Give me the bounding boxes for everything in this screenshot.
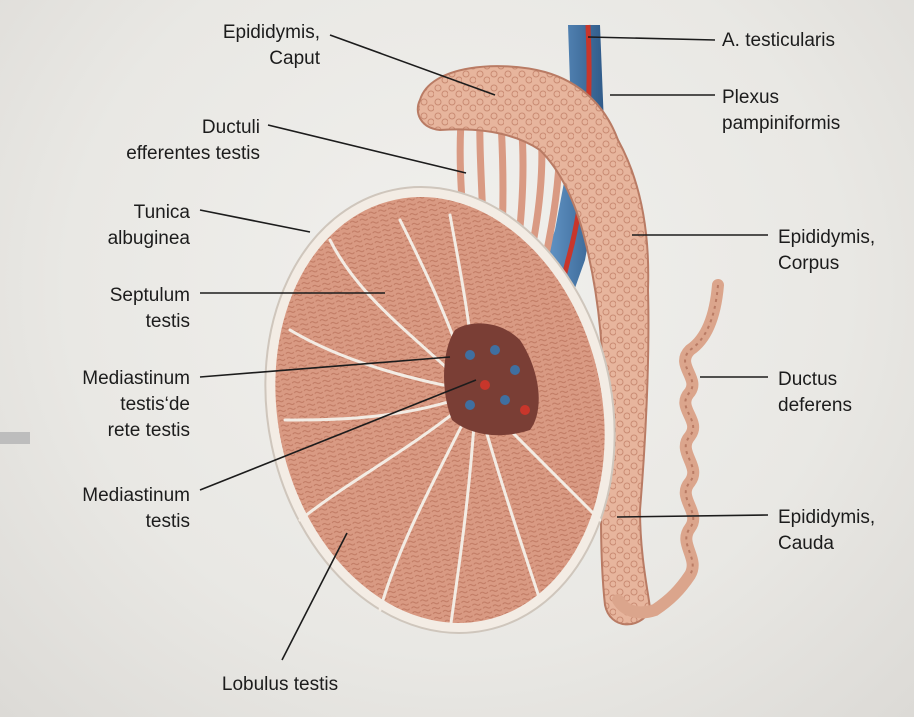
label-line: pampiniformis	[722, 111, 840, 137]
label-line: deferens	[778, 393, 852, 419]
label-line: Tunica	[60, 200, 190, 226]
label-line: rete testis	[30, 418, 190, 444]
label-ductuli-efferentes: Ductuli efferentes testis	[60, 115, 260, 167]
label-line: Plexus	[722, 85, 840, 111]
label-line: Epididymis,	[778, 225, 875, 251]
label-line: albuginea	[60, 226, 190, 252]
label-line: A. testicularis	[722, 28, 835, 54]
label-epididymis-cauda: Epididymis, Cauda	[778, 505, 875, 557]
label-a-testicularis: A. testicularis	[722, 28, 835, 54]
label-line: Mediastinum	[30, 483, 190, 509]
label-line: Lobulus testis	[180, 672, 380, 698]
label-line: Epididymis,	[778, 505, 875, 531]
label-plexus-pampiniformis: Plexus pampiniformis	[722, 85, 840, 137]
edge-marker	[0, 432, 30, 444]
label-line: Corpus	[778, 251, 875, 277]
leader-tunica	[200, 210, 310, 232]
label-line: Septulum	[60, 283, 190, 309]
label-line: Mediastinum	[30, 366, 190, 392]
label-rete-testis: Mediastinum testis‘de rete testis	[30, 366, 190, 444]
label-septulum-testis: Septulum testis	[60, 283, 190, 335]
label-line: testis‘de	[30, 392, 190, 418]
label-line: Cauda	[778, 531, 875, 557]
leader-ductuli	[268, 125, 466, 173]
label-line: efferentes testis	[60, 141, 260, 167]
label-epididymis-corpus: Epididymis, Corpus	[778, 225, 875, 277]
label-line: testis	[60, 309, 190, 335]
label-ductus-deferens: Ductus deferens	[778, 367, 852, 419]
label-line: Ductuli	[60, 115, 260, 141]
leader-lobulus	[282, 533, 347, 660]
label-line: Caput	[170, 46, 320, 72]
label-lobulus-testis: Lobulus testis	[180, 672, 380, 698]
label-mediastinum-testis: Mediastinum testis	[30, 483, 190, 535]
label-epididymis-caput: Epididymis, Caput	[170, 20, 320, 72]
label-line: Ductus	[778, 367, 852, 393]
leader-epididymis-caput	[330, 35, 495, 95]
label-line: Epididymis,	[170, 20, 320, 46]
leader-a-testicularis	[588, 37, 715, 40]
label-line: testis	[30, 509, 190, 535]
label-tunica-albuginea: Tunica albuginea	[60, 200, 190, 252]
